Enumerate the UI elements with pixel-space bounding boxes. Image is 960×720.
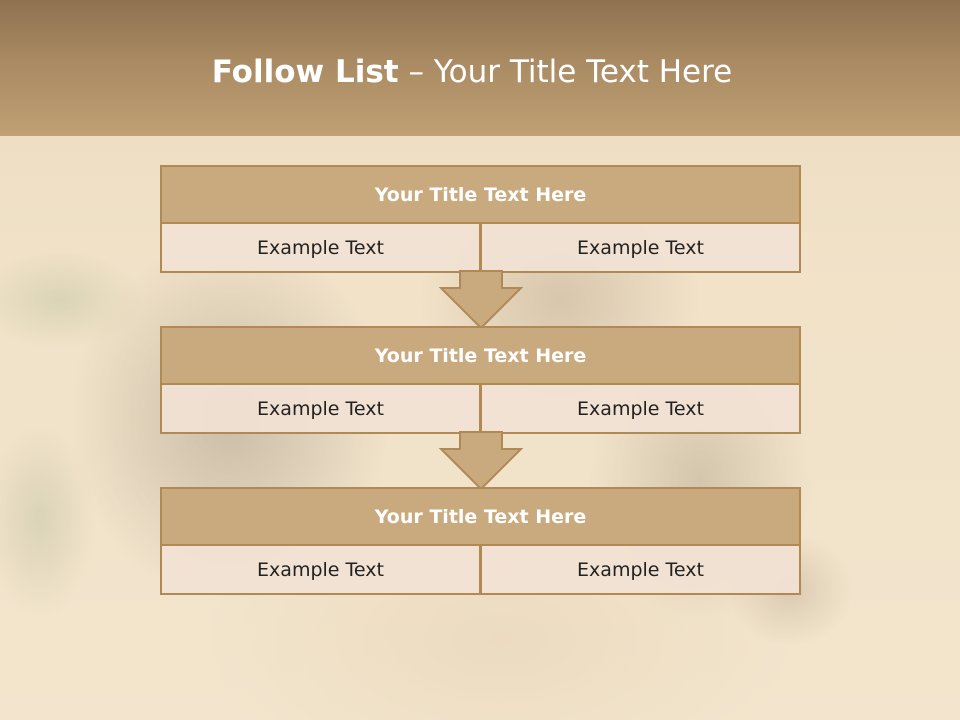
block-cell-left: Example Text [160, 222, 481, 273]
block-title: Your Title Text Here [160, 165, 801, 224]
slide-title-bold: Follow List [211, 54, 399, 90]
list-block-2: Your Title Text Here Example Text Exampl… [160, 326, 801, 434]
list-block-1: Your Title Text Here Example Text Exampl… [160, 165, 801, 273]
down-arrow-icon [438, 431, 524, 491]
list-block-3: Your Title Text Here Example Text Exampl… [160, 487, 801, 595]
block-cell-right: Example Text [480, 544, 801, 595]
header-bar: Follow List – Your Title Text Here [0, 0, 960, 136]
block-cell-right: Example Text [480, 222, 801, 273]
slide-title-rest: – Your Title Text Here [398, 54, 733, 90]
block-cell-left: Example Text [160, 544, 481, 595]
down-arrow-icon [438, 270, 524, 330]
block-title: Your Title Text Here [160, 487, 801, 546]
block-title: Your Title Text Here [160, 326, 801, 385]
block-cell-right: Example Text [480, 383, 801, 434]
slide-title: Follow List – Your Title Text Here [0, 54, 944, 90]
block-cell-left: Example Text [160, 383, 481, 434]
